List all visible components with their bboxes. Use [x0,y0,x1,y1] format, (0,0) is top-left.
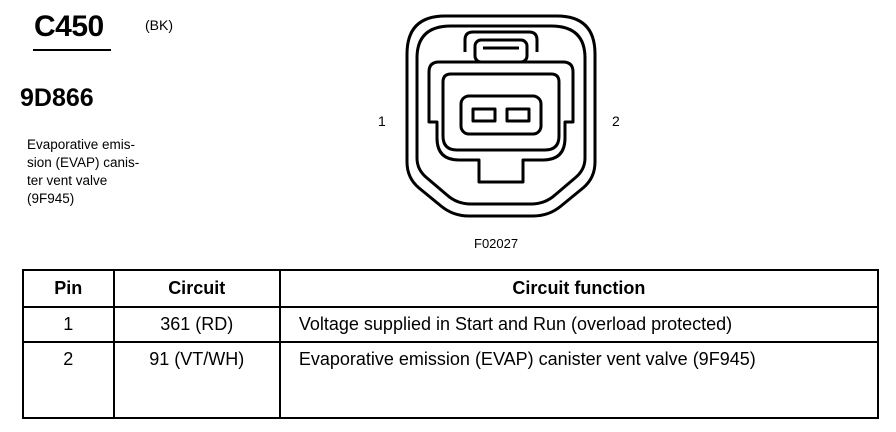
connector-id-underline [33,49,111,51]
part-number: 9D866 [20,84,94,112]
connector-color: (BK) [145,17,173,33]
description-line: ter vent valve [27,173,108,188]
description-line: Evaporative emis- [27,137,136,152]
column-header-function: Circuit function [278,269,880,308]
circuit-cell: 361 (RD) [112,306,281,343]
column-header-circuit: Circuit [112,269,281,308]
function-cell: Evaporative emission (EVAP) canister ven… [278,341,880,419]
table-header-row: Pin Circuit Circuit function [22,269,880,308]
pin-1-label: 1 [378,113,386,129]
pin-cell: 2 [22,341,115,419]
circuit-cell: 91 (VT/WH) [112,341,281,419]
pin-table: Pin Circuit Circuit function 1 361 (RD) … [22,269,880,419]
pin-2-label: 2 [612,113,620,129]
component-description: Evaporative emis- sion (EVAP) canis- ter… [27,136,177,208]
table-row: 1 361 (RD) Voltage supplied in Start and… [22,306,880,343]
connector-id: C450 [34,10,104,43]
function-cell: Voltage supplied in Start and Run (overl… [278,306,880,343]
table-row: 2 91 (VT/WH) Evaporative emission (EVAP)… [22,341,880,419]
pin-cell: 1 [22,306,115,343]
column-header-pin: Pin [22,269,115,308]
figure-id: F02027 [474,236,519,251]
description-line: sion (EVAP) canis- [27,155,140,170]
connector-face-drawing [405,14,597,218]
description-line: (9F945) [27,191,75,206]
